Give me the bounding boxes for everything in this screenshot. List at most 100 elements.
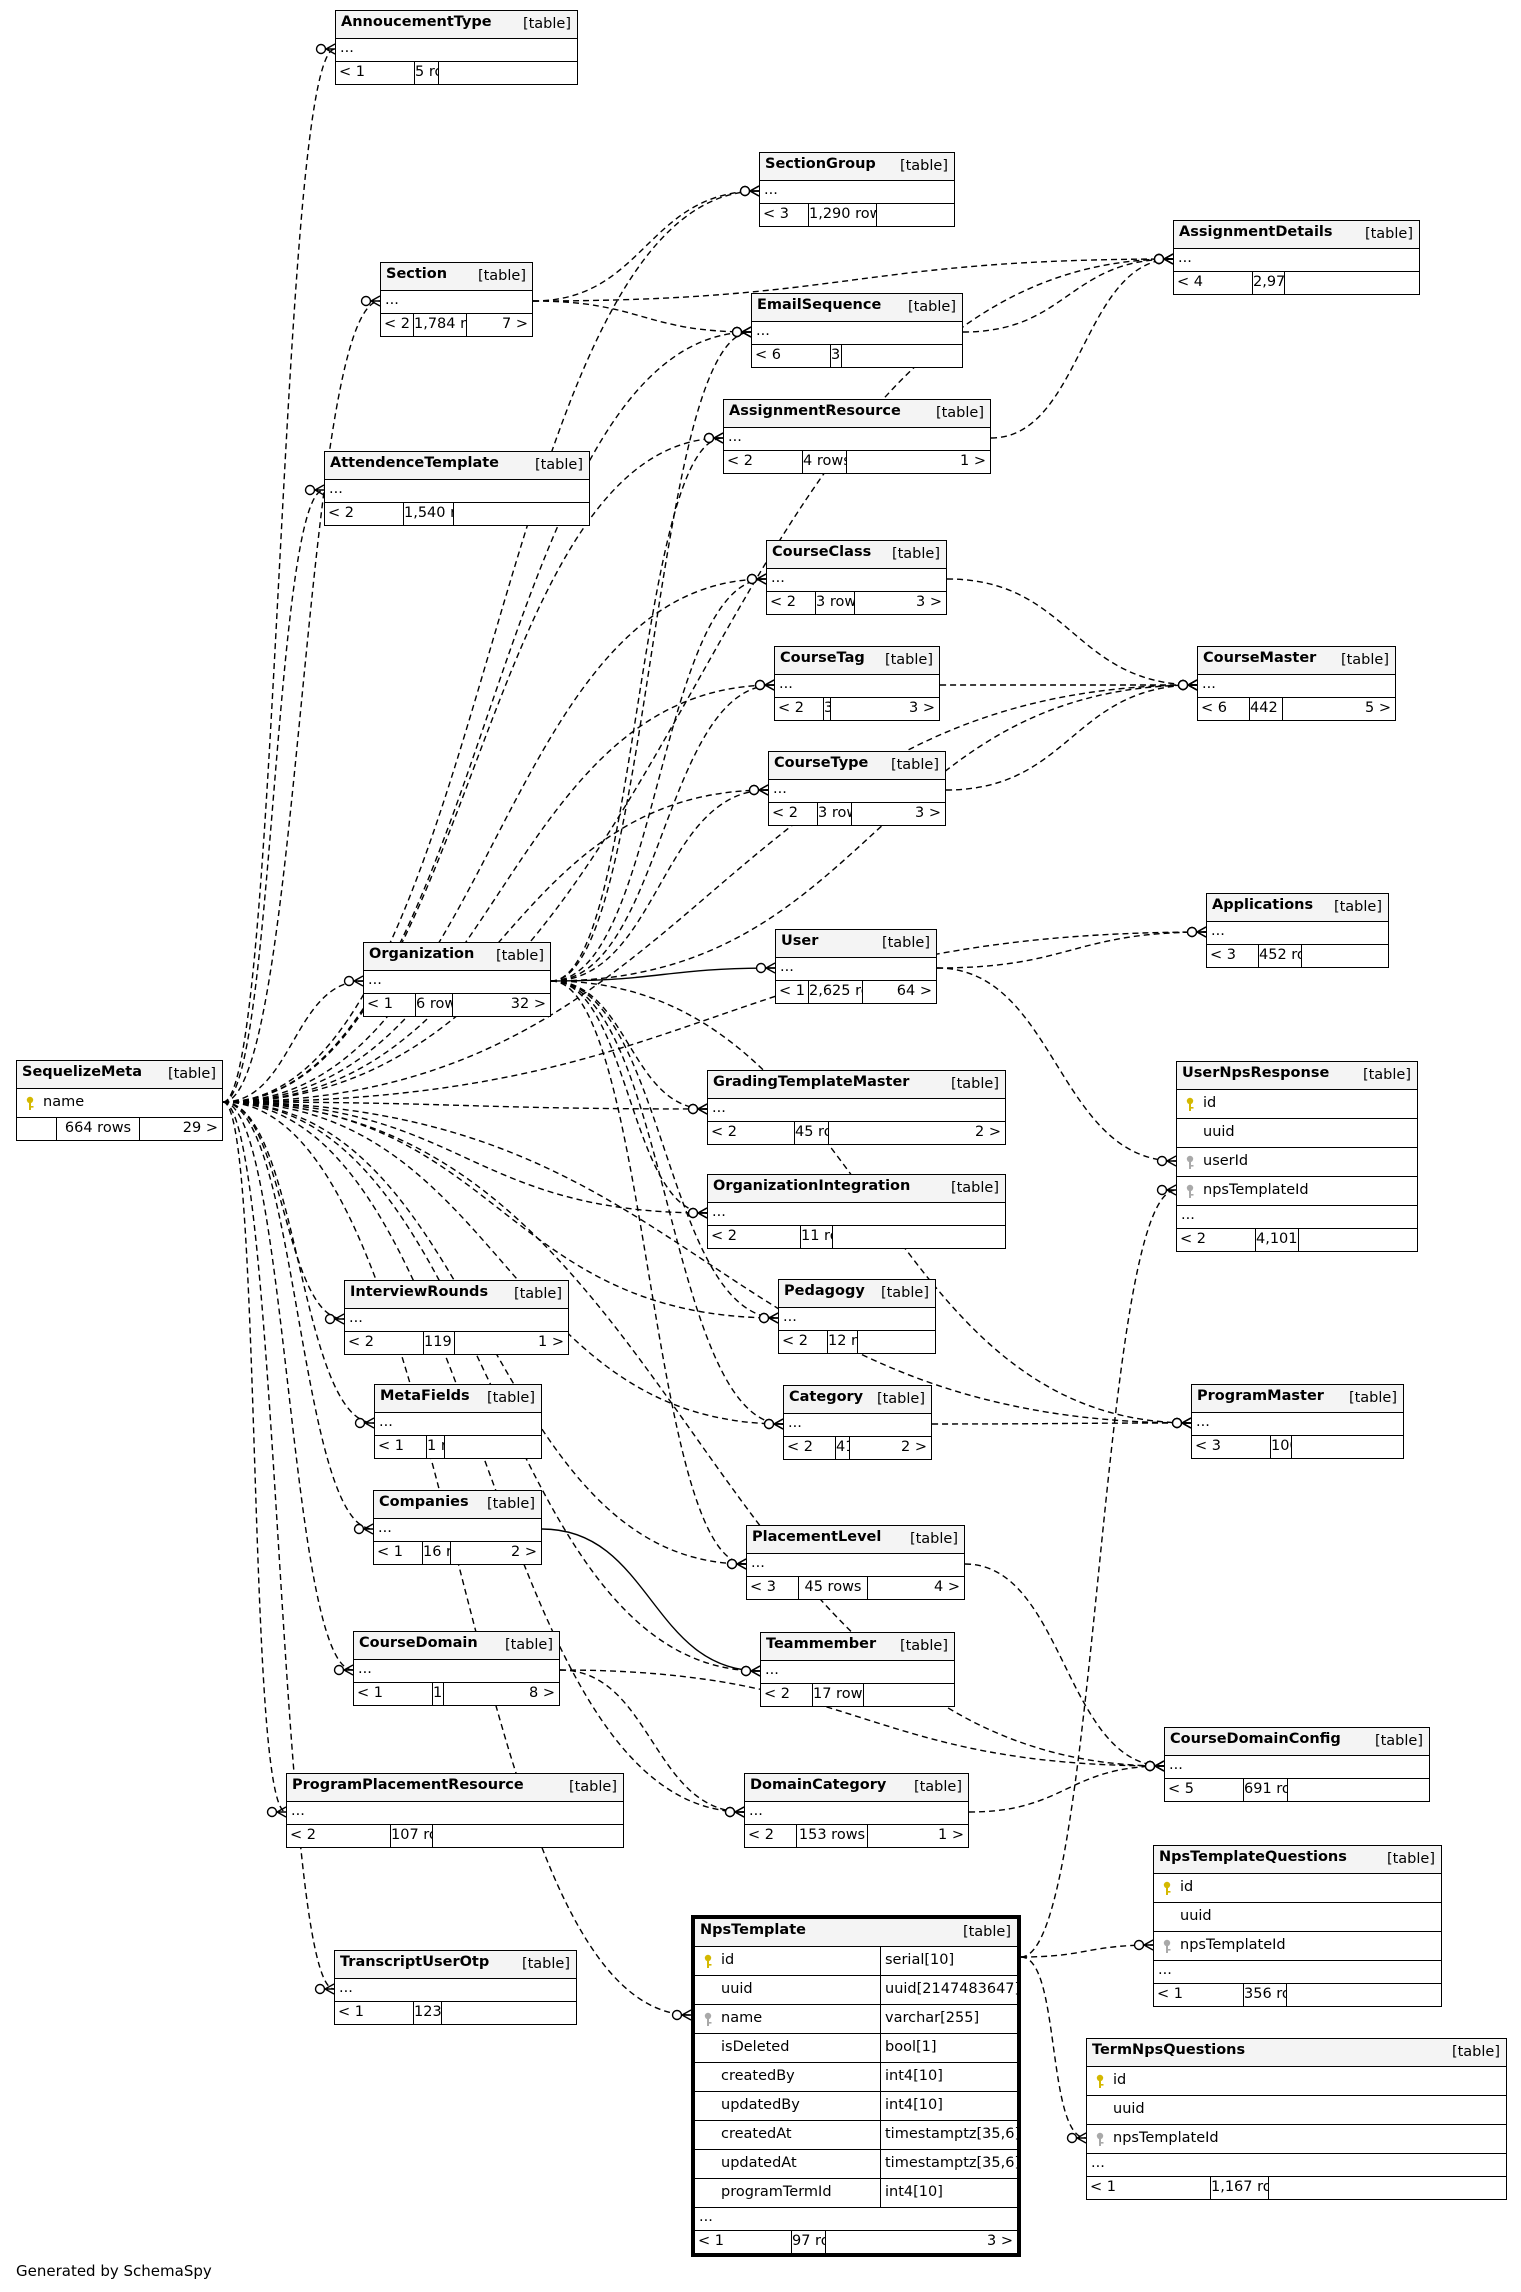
parent-count[interactable]: < 2 bbox=[708, 1122, 795, 1144]
table-user[interactable]: User[table]...< 12,625 rows64 > bbox=[775, 929, 937, 1004]
parent-count[interactable]: < 4 bbox=[1174, 272, 1253, 294]
child-count[interactable]: 2 > bbox=[975, 1124, 1001, 1140]
parent-count[interactable]: < 2 bbox=[325, 503, 404, 525]
table-gradingtemplatemaster[interactable]: GradingTemplateMaster[table]...< 245 row… bbox=[707, 1070, 1006, 1145]
parent-count[interactable]: < 2 bbox=[745, 1825, 797, 1847]
child-count[interactable]: 64 > bbox=[896, 983, 932, 999]
child-count[interactable] bbox=[439, 62, 577, 84]
table-coursedomain[interactable]: CourseDomain[table]...< 114 rows8 > bbox=[353, 1631, 560, 1706]
child-count[interactable]: 7 > bbox=[502, 316, 528, 332]
table-coursetype[interactable]: CourseType[table]...< 23 rows3 > bbox=[768, 751, 946, 826]
parent-count[interactable]: < 1 bbox=[364, 994, 416, 1016]
child-count[interactable] bbox=[864, 1684, 954, 1706]
parent-count[interactable]: < 6 bbox=[1198, 698, 1250, 720]
table-courseclass[interactable]: CourseClass[table]...< 23 rows3 > bbox=[766, 540, 947, 615]
parent-count[interactable]: < 2 bbox=[767, 592, 816, 614]
child-count[interactable] bbox=[454, 503, 589, 525]
child-count[interactable]: 4 > bbox=[934, 1579, 960, 1595]
child-count[interactable] bbox=[1288, 1779, 1429, 1801]
parent-count[interactable]: < 1 bbox=[1087, 2177, 1211, 2199]
table-section[interactable]: Section[table]...< 21,784 rows7 > bbox=[380, 262, 533, 337]
parent-count[interactable]: < 1 bbox=[1154, 1984, 1244, 2006]
child-count[interactable]: 3 > bbox=[916, 594, 942, 610]
child-count[interactable]: 1 > bbox=[938, 1827, 964, 1843]
parent-count[interactable]: < 3 bbox=[747, 1577, 799, 1599]
parent-count[interactable]: < 1 bbox=[374, 1542, 423, 1564]
parent-count[interactable]: < 2 bbox=[724, 451, 803, 473]
child-count[interactable] bbox=[1302, 945, 1388, 967]
child-count[interactable]: 3 > bbox=[915, 805, 941, 821]
parent-count[interactable]: < 1 bbox=[336, 62, 415, 84]
child-count[interactable]: 32 > bbox=[510, 996, 546, 1012]
parent-count[interactable]: < 3 bbox=[1207, 945, 1259, 967]
child-count[interactable] bbox=[833, 1226, 1005, 1248]
child-count[interactable]: 5 > bbox=[1365, 700, 1391, 716]
table-teammember[interactable]: Teammember[table]...< 217 rows bbox=[760, 1632, 955, 1707]
table-metafields[interactable]: MetaFields[table]...< 11 row bbox=[374, 1384, 542, 1459]
child-count[interactable]: 3 > bbox=[909, 700, 935, 716]
child-count[interactable]: 29 > bbox=[182, 1120, 218, 1136]
parent-count[interactable]: < 2 bbox=[769, 803, 818, 825]
parent-count[interactable]: < 3 bbox=[760, 204, 809, 226]
table-assignmentdetails[interactable]: AssignmentDetails[table]...< 42,976 rows bbox=[1173, 220, 1420, 295]
parent-count[interactable]: < 2 bbox=[761, 1684, 813, 1706]
table-programmaster[interactable]: ProgramMaster[table]...< 3100 rows bbox=[1191, 1384, 1404, 1459]
parent-count[interactable]: < 2 bbox=[381, 314, 414, 336]
child-count[interactable] bbox=[1299, 1229, 1417, 1251]
child-count[interactable]: 2 > bbox=[901, 1439, 927, 1455]
child-count[interactable]: 1 > bbox=[960, 453, 986, 469]
child-count[interactable] bbox=[1292, 1436, 1403, 1458]
child-count[interactable] bbox=[442, 2002, 576, 2024]
parent-count[interactable] bbox=[17, 1118, 57, 1140]
parent-count[interactable]: < 2 bbox=[784, 1437, 836, 1459]
parent-count[interactable]: < 3 bbox=[1192, 1436, 1271, 1458]
child-count[interactable] bbox=[1269, 2177, 1506, 2199]
table-pedagogy[interactable]: Pedagogy[table]...< 212 rows bbox=[778, 1279, 936, 1354]
child-count[interactable]: 8 > bbox=[529, 1685, 555, 1701]
table-coursetag[interactable]: CourseTag[table]...< 238 rows3 > bbox=[774, 646, 940, 721]
child-count[interactable] bbox=[842, 345, 962, 367]
parent-count[interactable]: < 2 bbox=[345, 1332, 424, 1354]
child-count[interactable]: 1 > bbox=[538, 1334, 564, 1350]
child-count[interactable] bbox=[1287, 1984, 1441, 2006]
child-count[interactable] bbox=[1285, 272, 1419, 294]
child-count[interactable] bbox=[433, 1825, 623, 1847]
parent-count[interactable]: < 2 bbox=[779, 1331, 828, 1353]
child-count[interactable]: 2 > bbox=[511, 1544, 537, 1560]
parent-count[interactable]: < 2 bbox=[775, 698, 824, 720]
parent-count[interactable]: < 1 bbox=[375, 1436, 427, 1458]
parent-count[interactable]: < 2 bbox=[287, 1825, 391, 1847]
table-emailsequence[interactable]: EmailSequence[table]...< 63 rows bbox=[751, 293, 963, 368]
parent-count[interactable]: < 2 bbox=[708, 1226, 801, 1248]
parent-count[interactable]: < 1 bbox=[695, 2231, 792, 2253]
parent-count[interactable]: < 1 bbox=[354, 1683, 433, 1705]
table-organization[interactable]: Organization[table]...< 16 rows32 > bbox=[363, 942, 551, 1017]
parent-count[interactable]: < 2 bbox=[1177, 1229, 1256, 1251]
parent-count[interactable]: < 1 bbox=[335, 2002, 414, 2024]
child-count[interactable] bbox=[445, 1436, 541, 1458]
child-count[interactable] bbox=[858, 1331, 935, 1353]
table-sectiongroup[interactable]: SectionGroup[table]...< 31,290 rows bbox=[759, 152, 955, 227]
child-count[interactable] bbox=[877, 204, 954, 226]
table-annoucementtype[interactable]: AnnoucementType[table]...< 15 rows bbox=[335, 10, 578, 85]
child-count[interactable]: 3 > bbox=[987, 2233, 1013, 2249]
parent-count[interactable]: < 1 bbox=[776, 981, 809, 1003]
table-attendencetemplate[interactable]: AttendenceTemplate[table]...< 21,540 row… bbox=[324, 451, 590, 526]
